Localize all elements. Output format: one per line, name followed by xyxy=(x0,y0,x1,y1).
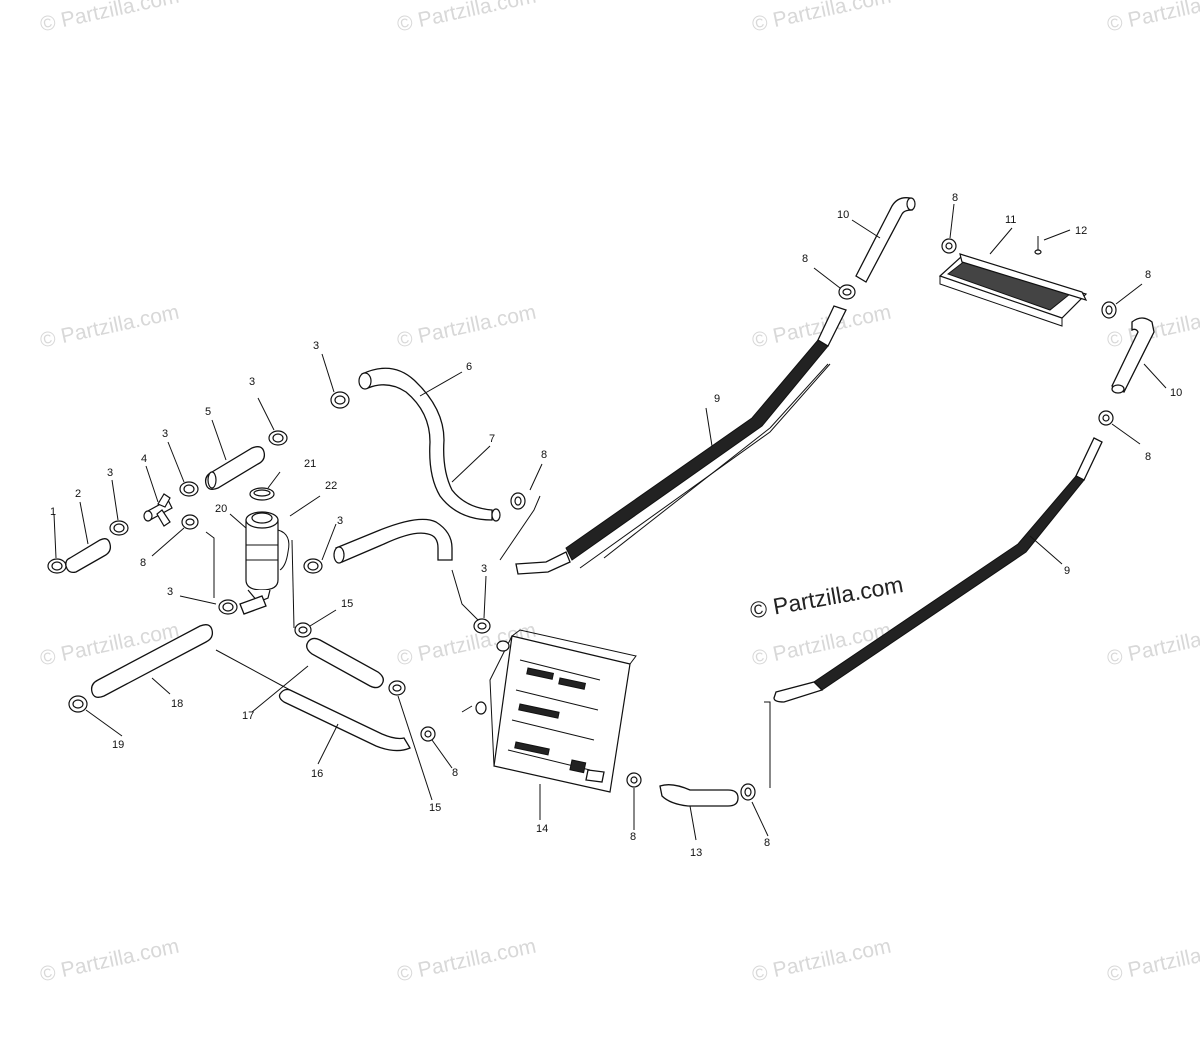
callout-8: 8 xyxy=(952,192,958,204)
elbow-part-10 xyxy=(1111,317,1155,394)
callout-11: 11 xyxy=(1005,214,1016,226)
clamp-part-8 xyxy=(1101,301,1117,319)
callout-15: 15 xyxy=(429,802,441,814)
elbow-part-10 xyxy=(855,197,916,283)
callout-3: 3 xyxy=(167,586,173,598)
callout-7: 7 xyxy=(489,433,495,445)
callout-8: 8 xyxy=(541,449,547,461)
clamp-part-3 xyxy=(330,391,350,409)
callout-8: 8 xyxy=(1145,269,1151,281)
callout-22: 22 xyxy=(325,480,337,492)
hose-part-16 xyxy=(278,688,411,752)
clamp-part-8 xyxy=(838,284,856,300)
tee-fitting-part-4 xyxy=(143,493,173,527)
clamp-part-15 xyxy=(388,680,406,696)
clamp-part-3 xyxy=(473,618,491,634)
callout-labels: 1 2 3 4 3 5 3 3 6 7 8 21 22 20 3 8 3 3 1… xyxy=(50,192,1182,859)
hose-part-6 xyxy=(358,367,501,522)
radiator-part-11 xyxy=(938,253,1088,327)
hose-part-2 xyxy=(65,538,112,574)
clamp-part-3 xyxy=(268,430,288,446)
hose-part-15 xyxy=(306,637,384,689)
clamp-part-8 xyxy=(510,492,526,510)
callout-16: 16 xyxy=(311,768,323,780)
clamp-part-3 xyxy=(179,481,199,497)
callout-9: 9 xyxy=(714,393,720,405)
callout-10: 10 xyxy=(837,209,849,221)
callout-10: 10 xyxy=(1170,387,1182,399)
callout-8: 8 xyxy=(1145,451,1151,463)
callout-1: 1 xyxy=(50,506,56,518)
callout-3: 3 xyxy=(162,428,168,440)
clamp-part-3 xyxy=(109,520,129,536)
clamp-part-1 xyxy=(47,558,67,574)
callout-3: 3 xyxy=(481,563,487,575)
callout-3: 3 xyxy=(313,340,319,352)
callout-2: 2 xyxy=(75,488,81,500)
callout-13: 13 xyxy=(690,847,702,859)
callout-6: 6 xyxy=(466,361,472,373)
hose-part-5 xyxy=(204,446,266,490)
callout-8: 8 xyxy=(140,557,146,569)
tube-part-9 xyxy=(515,305,847,575)
callout-14: 14 xyxy=(536,823,548,835)
clamp-part-8 xyxy=(1098,410,1114,426)
hose-part-18 xyxy=(90,624,214,698)
clamp-part-15 xyxy=(294,622,312,638)
reservoir-outlet xyxy=(239,595,267,615)
hose-part-13 xyxy=(659,784,739,807)
tube-part-9 xyxy=(773,437,1103,703)
screw-part-12 xyxy=(1034,236,1042,255)
clamp-part-8 xyxy=(740,783,756,801)
callout-9: 9 xyxy=(1064,565,1070,577)
cap-part-21 xyxy=(249,487,275,501)
callout-17: 17 xyxy=(242,710,254,722)
reservoir-part-20 xyxy=(245,511,290,603)
clamp-part-8 xyxy=(181,514,199,530)
callout-8: 8 xyxy=(802,253,808,265)
callout-8: 8 xyxy=(764,837,770,849)
callout-3: 3 xyxy=(249,376,255,388)
callout-3: 3 xyxy=(337,515,343,527)
clamp-part-19 xyxy=(68,695,88,713)
hose-part-7 xyxy=(333,518,453,564)
callout-12: 12 xyxy=(1075,225,1087,237)
clamp-part-8 xyxy=(626,772,642,788)
clamp-part-8 xyxy=(420,726,436,742)
callout-21: 21 xyxy=(304,458,316,470)
callout-15: 15 xyxy=(341,598,353,610)
callout-19: 19 xyxy=(112,739,124,751)
clamp-part-3 xyxy=(218,599,238,615)
callout-8: 8 xyxy=(630,831,636,843)
clamp-part-8 xyxy=(941,238,957,254)
callout-18: 18 xyxy=(171,698,183,710)
callout-20: 20 xyxy=(215,503,227,515)
leader-lines xyxy=(53,203,1167,841)
callout-5: 5 xyxy=(205,406,211,418)
callout-3: 3 xyxy=(107,467,113,479)
clamp-part-3 xyxy=(303,558,323,574)
heat-exchanger-part-14 xyxy=(475,629,637,793)
callout-4: 4 xyxy=(141,453,147,465)
callout-8: 8 xyxy=(452,767,458,779)
